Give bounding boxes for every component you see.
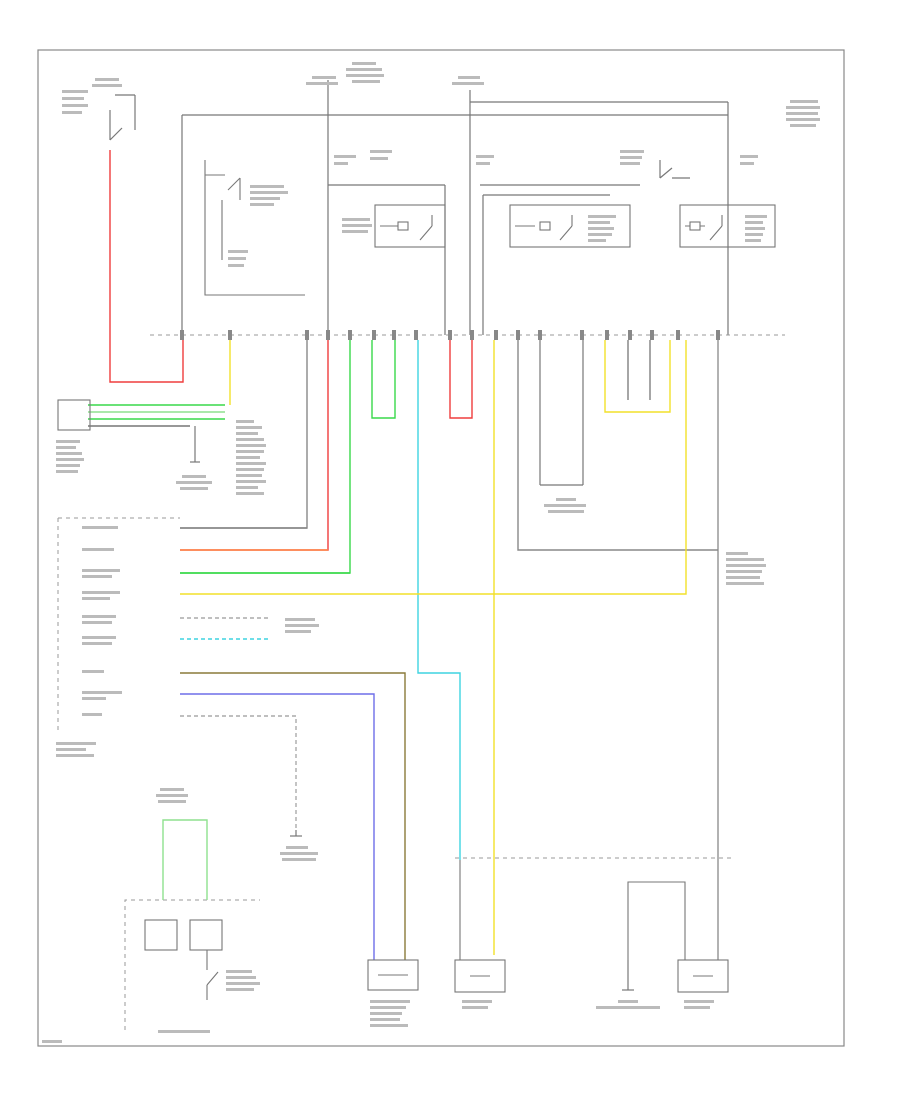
ground-2 (290, 830, 302, 837)
connector-pins (180, 330, 720, 340)
instrument-cluster-link (285, 618, 319, 633)
ground-3-label (544, 498, 586, 513)
coolant-switch (659, 160, 690, 179)
ac-compressor-clutch-label (370, 1000, 410, 1027)
cooling-fan-relay-2 (509, 204, 631, 248)
wire-red-battery (109, 150, 184, 383)
ecm-pin-rows (180, 340, 687, 960)
relay-1-label (342, 218, 372, 233)
ecm-label (56, 742, 96, 757)
relay-3-label (745, 215, 767, 242)
right-connector-label (726, 552, 766, 585)
fuse-labels (334, 150, 758, 165)
wire-yellow-loop (604, 340, 671, 413)
fan-control-relay (204, 160, 305, 296)
right-dark-wires (627, 340, 651, 400)
cooling-fan-relay-3 (679, 204, 776, 248)
ground-4-label (596, 1000, 660, 1009)
cooling-fan-relay-1 (374, 204, 446, 248)
battery-label-text (62, 78, 122, 114)
right-cooling-fan (454, 860, 506, 993)
diagram-border (37, 49, 845, 1047)
instrument-cluster (124, 899, 260, 1030)
ecm-pin-labels (82, 526, 122, 716)
left-cooling-fan-label (684, 1000, 714, 1009)
cluster-feed-wires (162, 819, 208, 900)
wire-green-group (88, 404, 225, 427)
left-cooling-fan (627, 881, 729, 993)
mid-label-column (236, 420, 266, 495)
page-code (42, 1040, 62, 1043)
ground-1-label (176, 475, 212, 490)
ground-1 (190, 426, 200, 463)
ac-harness-box (57, 399, 91, 431)
cluster-labels (156, 788, 260, 1033)
ground-3 (539, 340, 584, 486)
ac-harness-label (56, 440, 84, 473)
ac-compressor-clutch (367, 959, 419, 991)
ground-2-label (280, 846, 318, 861)
ground-4 (622, 960, 634, 991)
hot-label-group (306, 62, 820, 127)
ecm-feed-wires (180, 340, 718, 955)
battery-feed (109, 94, 136, 141)
relay-2-label (588, 215, 616, 242)
cluster-indicators (144, 919, 223, 1000)
power-bus (181, 80, 729, 335)
right-cooling-fan-label (462, 1000, 492, 1009)
fan-control-relay-label (228, 185, 288, 267)
